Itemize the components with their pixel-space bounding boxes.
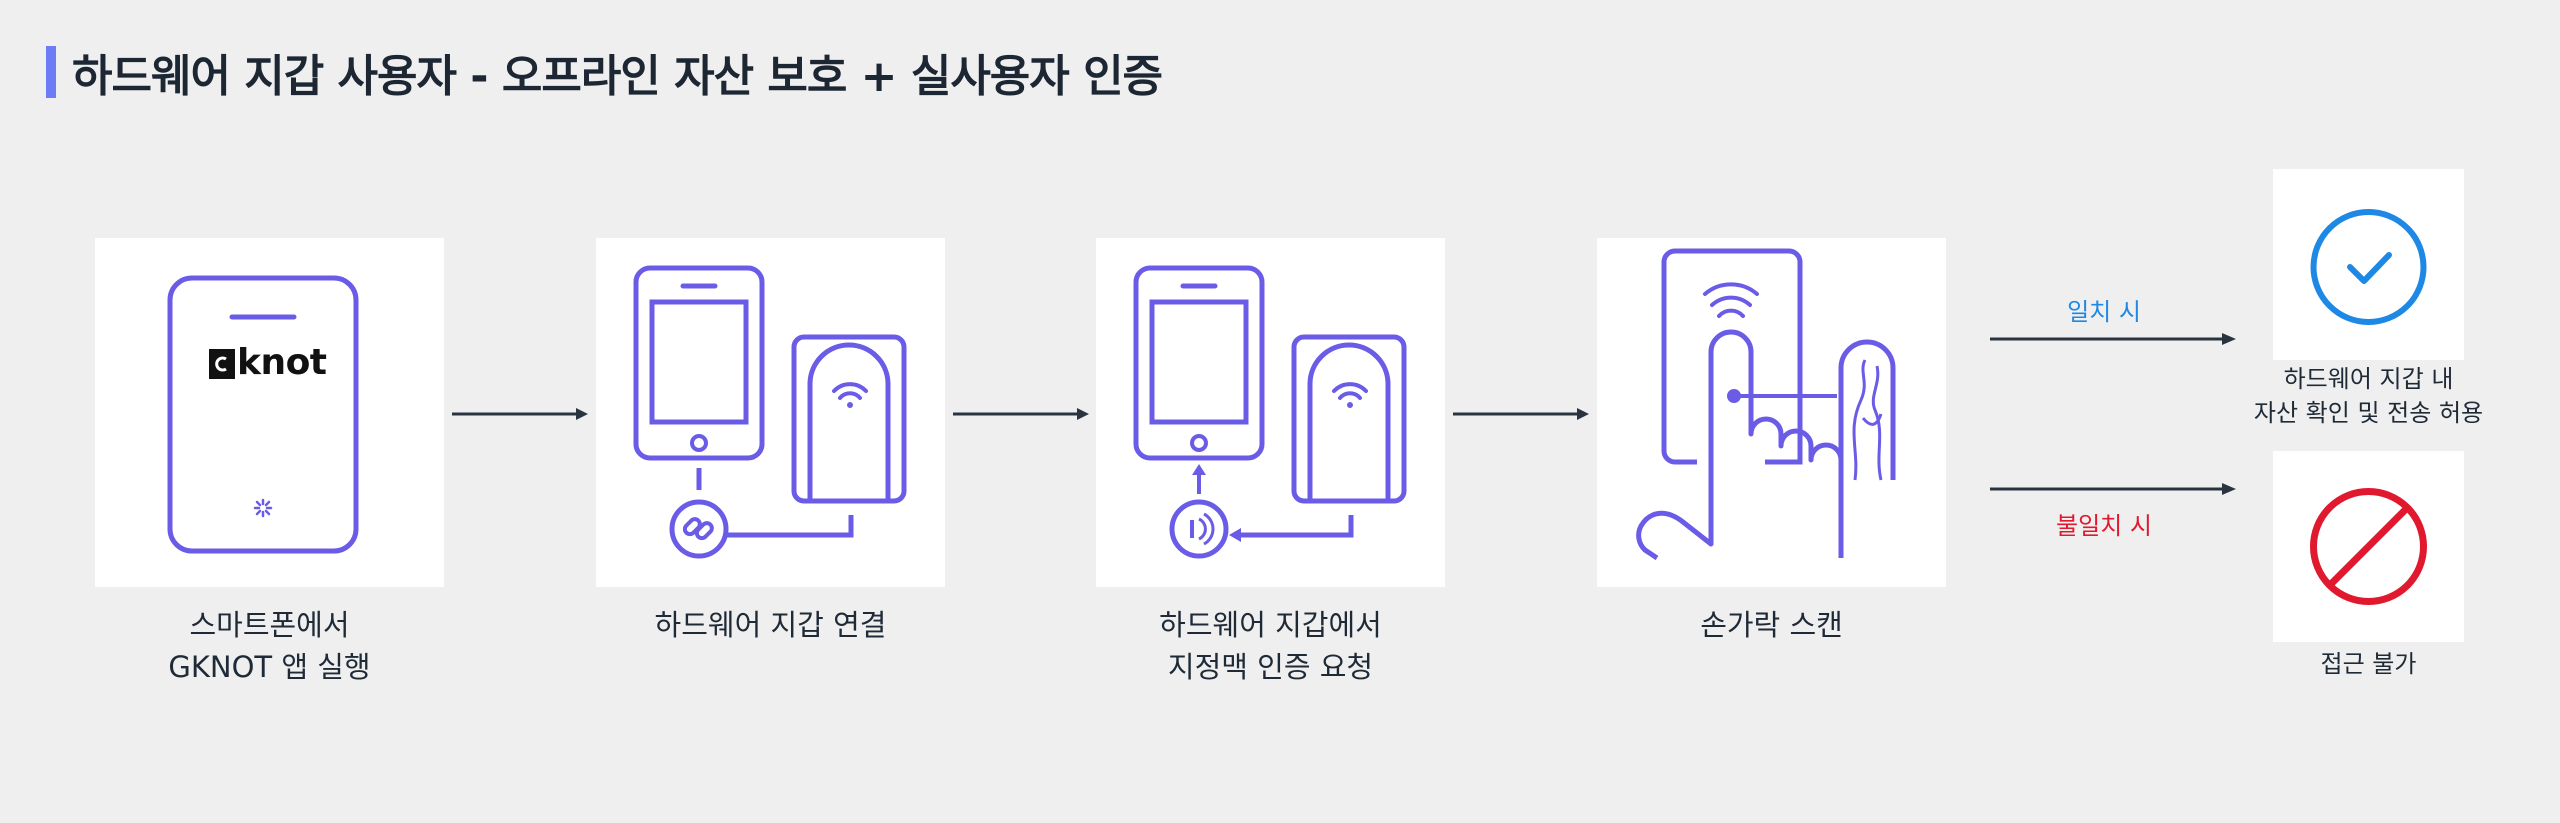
step-card-finger-scan — [1597, 238, 1946, 587]
title-accent-bar — [46, 46, 56, 98]
step-label-vein-auth-request: 하드웨어 지갑에서 지정맥 인증 요청 — [1159, 608, 1382, 684]
result-label-fail: 접근 불가 — [2320, 650, 2417, 678]
step-card-connect-wallet — [596, 238, 945, 587]
step-label-finger-scan: 손가락 스캔 — [1700, 608, 1843, 642]
step-card-launch-app: knot — [95, 238, 444, 587]
step-card-vein-auth-request — [1096, 238, 1445, 587]
result-label-success: 하드웨어 지갑 내 자산 확인 및 전송 허용 — [2253, 365, 2484, 427]
result-card-success — [2273, 169, 2464, 360]
arrow-right-icon — [1453, 408, 1589, 420]
arrow-right-mismatch-icon — [1990, 483, 2236, 495]
step-label-launch-app: 스마트폰에서 GKNOT 앱 실행 — [168, 608, 371, 684]
page-title: 하드웨어 지갑 사용자 - 오프라인 자산 보호 + 실사용자 인증 — [72, 51, 1163, 102]
gknot-logo: knot — [237, 342, 327, 383]
finger-scan-icon — [1636, 248, 1896, 561]
arrow-right-icon — [953, 408, 1089, 420]
arrow-right-match-icon — [1990, 333, 2236, 345]
phone-wallet-link-icon — [633, 265, 907, 559]
match-label: 일치 시 — [2067, 298, 2141, 326]
result-card-fail — [2273, 451, 2464, 642]
check-circle-icon — [2310, 209, 2427, 325]
smartphone-gknot-icon — [167, 275, 359, 554]
step-label-connect-wallet: 하드웨어 지갑 연결 — [654, 608, 887, 642]
mismatch-label: 불일치 시 — [2056, 512, 2152, 540]
phone-wallet-nfc-icon — [1133, 265, 1407, 559]
prohibited-icon — [2310, 488, 2427, 605]
arrow-right-icon — [452, 408, 588, 420]
